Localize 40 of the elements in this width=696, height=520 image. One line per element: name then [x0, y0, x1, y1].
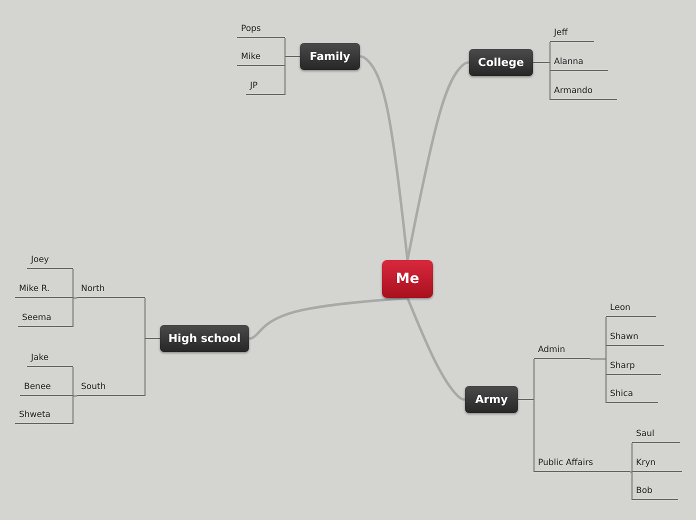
subtopic-label: Public Affairs [534, 456, 630, 472]
main-topic-box: College [469, 49, 533, 76]
main-topic-box: High school [160, 325, 249, 352]
subtopic-label: Jake [27, 351, 73, 367]
central-topic-box: Me [382, 260, 433, 298]
subtopic-label: North [77, 282, 145, 298]
connector-line [532, 62, 550, 100]
connector-line [518, 399, 534, 472]
subtopic-label: Mike R. [15, 282, 73, 298]
subtopic-label: Sharp [606, 359, 661, 375]
subtopic-label: Kryn [632, 456, 682, 472]
subtopic-label: Admin [534, 343, 590, 359]
connector-line [72, 298, 78, 328]
branch-connector [406, 61, 470, 260]
branch-connector [248, 296, 408, 340]
main-topic-box: Family [300, 43, 360, 70]
branch-connector [406, 298, 466, 401]
connector-line [630, 472, 632, 500]
subtopic-label: Armando [550, 84, 617, 100]
connector-line [590, 358, 606, 404]
subtopic-label: Saul [632, 427, 680, 443]
subtopic-label: Shweta [15, 408, 73, 424]
subtopic-label: Pops [237, 22, 285, 38]
subtopic-label: Jeff [550, 26, 594, 42]
subtopic-label: Benee [20, 380, 73, 396]
subtopic-label: Bob [632, 484, 678, 500]
main-topic-box: Army [465, 386, 518, 413]
subtopic-label: South [77, 380, 145, 396]
connector-line [144, 338, 160, 396]
connector-line [630, 442, 632, 472]
connector-line [284, 56, 300, 96]
subtopic-label: Shica [606, 387, 658, 403]
subtopic-label: Alanna [550, 55, 608, 71]
subtopic-label: Joey [27, 253, 73, 269]
subtopic-label: Mike [237, 50, 285, 66]
subtopic-label: JP [246, 79, 285, 95]
subtopic-label: Seema [18, 311, 73, 327]
branch-connector [360, 55, 409, 260]
subtopic-label: Shawn [606, 330, 664, 346]
subtopic-label: Leon [606, 301, 656, 317]
